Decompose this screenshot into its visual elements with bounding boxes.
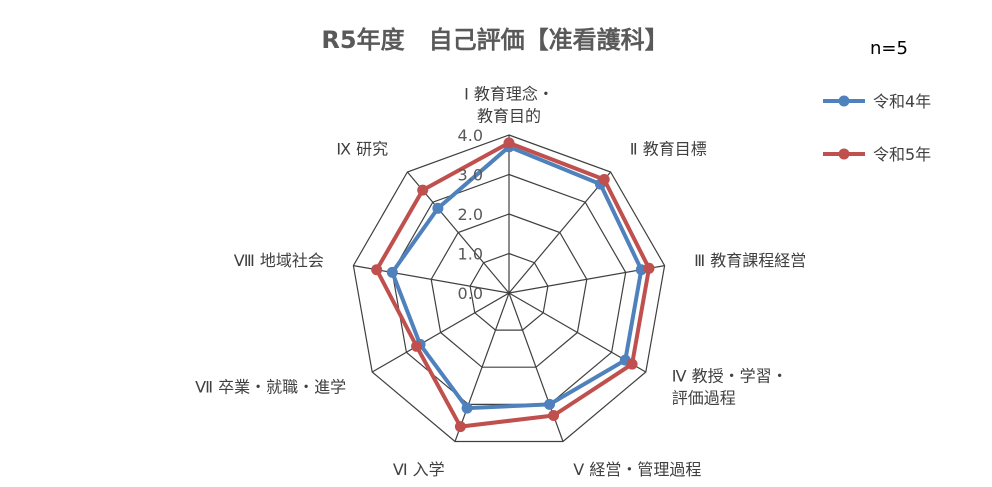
series-line [374, 140, 651, 429]
legend-label: 令和5年 [873, 145, 931, 164]
tick-label: 0.0 [458, 284, 483, 303]
axis-label: Ⅷ 地域社会 [234, 251, 324, 270]
radial-tick-labels: 0.0 1.0 2.0 3.0 4.0 [458, 126, 483, 303]
data-point [386, 266, 398, 278]
legend-item: 令和4年 [823, 92, 931, 111]
legend-swatch-marker [838, 148, 850, 160]
grid-spoke [508, 171, 612, 294]
legend-label: 令和4年 [873, 92, 931, 111]
data-point [548, 410, 560, 421]
tick-label: 3.0 [458, 166, 483, 185]
data-point [411, 340, 423, 352]
legend-item: 令和5年 [823, 145, 931, 164]
grid-ring [469, 252, 549, 331]
grid-ring [352, 134, 666, 443]
axis-label: 教育目的 [477, 107, 541, 126]
axis-label: Ⅲ 教育課程経営 [694, 251, 806, 270]
axis-label: Ⅰ 教育理念・ [464, 85, 554, 104]
axis-label: Ⅵ 入学 [393, 460, 445, 479]
grid-spoke [371, 292, 510, 373]
axis-label: Ⅸ 研究 [336, 140, 388, 159]
data-point [544, 398, 555, 410]
tick-label: 4.0 [458, 126, 483, 145]
legend-swatch-marker [838, 95, 850, 107]
data-point [503, 137, 515, 149]
axis-label: Ⅳ 教授・学習・ [672, 367, 788, 386]
chart-title: R5年度 自己評価【准看護科】 [321, 26, 668, 54]
axis-label: Ⅶ 卒業・就職・進学 [195, 378, 346, 397]
axis-label: 評価過程 [672, 389, 736, 408]
data-point [643, 262, 655, 274]
data-point [461, 402, 473, 414]
axis-label: Ⅱ 教育目標 [630, 140, 707, 159]
axis-labels: Ⅰ 教育理念・教育目的 Ⅱ 教育目標 Ⅲ 教育課程経営 Ⅳ 教授・学習・評価過程 Ⅴ 経… [195, 85, 806, 480]
axis-label: Ⅴ 経営・管理過程 [573, 460, 701, 479]
tick-label: 2.0 [458, 205, 483, 224]
data-point [371, 264, 383, 276]
series-2 [371, 137, 655, 433]
radar-series [371, 137, 655, 433]
data-point [598, 174, 610, 185]
data-point [454, 421, 466, 433]
grid-spoke [454, 292, 510, 442]
data-point [432, 202, 444, 214]
sample-size-label: n=5 [870, 38, 908, 59]
grid-ring [430, 213, 588, 368]
tick-label: 1.0 [458, 245, 483, 264]
data-point [626, 358, 638, 370]
data-point [417, 184, 429, 196]
series-line [390, 144, 644, 411]
